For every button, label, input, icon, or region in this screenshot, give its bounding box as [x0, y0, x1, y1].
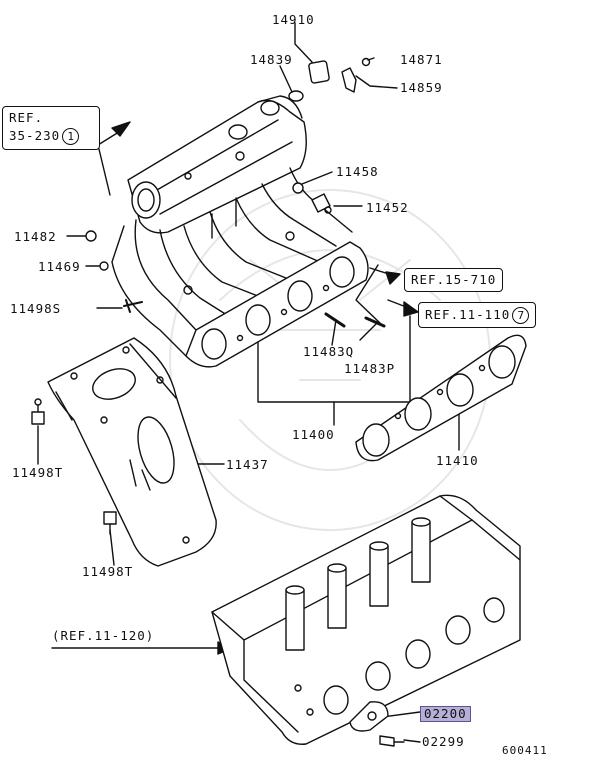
- ref-11-120-label[interactable]: (REF.11-120): [52, 628, 155, 643]
- part-label-14839[interactable]: 14839: [250, 52, 293, 67]
- part-label-11498s[interactable]: 11498S: [10, 301, 62, 316]
- leader-lines: [37, 22, 460, 743]
- gasket-11410: [355, 334, 527, 462]
- part-label-11458[interactable]: 11458: [336, 164, 379, 179]
- sensor-parts-top: [85, 57, 386, 328]
- part-label-11498t-upper[interactable]: 11498T: [12, 465, 64, 480]
- ref-11-110-text: REF.11-110: [425, 307, 511, 322]
- part-label-11469[interactable]: 11469: [38, 259, 81, 274]
- part-label-11482[interactable]: 11482: [14, 229, 57, 244]
- ref-35-230-circle-number: 1: [62, 128, 80, 145]
- part-label-11483q[interactable]: 11483Q: [303, 344, 355, 359]
- diagram-code: 600411: [502, 744, 548, 757]
- ref-11-110-circle-number: 7: [512, 307, 530, 324]
- part-label-14859[interactable]: 14859: [400, 80, 443, 95]
- part-label-14871[interactable]: 14871: [400, 52, 443, 67]
- stay-11437: [47, 337, 217, 567]
- part-label-02299[interactable]: 02299: [422, 734, 465, 749]
- ref-35-230-line1: REF.: [9, 110, 44, 125]
- part-label-11498t-lower[interactable]: 11498T: [82, 564, 134, 579]
- bolts-11498t: [31, 398, 117, 535]
- part-label-11452[interactable]: 11452: [366, 200, 409, 215]
- ref-35-230-number: 35-230: [9, 128, 61, 143]
- cylinder-head: [211, 494, 521, 747]
- intake-manifold: [111, 95, 369, 368]
- ref-15-710-text: REF.15-710: [411, 272, 497, 287]
- part-label-11410[interactable]: 11410: [436, 453, 479, 468]
- part-label-11483p[interactable]: 11483P: [344, 361, 396, 376]
- part-label-11400[interactable]: 11400: [292, 427, 335, 442]
- ref-15-710-box[interactable]: REF.15-710: [404, 268, 504, 292]
- part-label-02200-highlighted[interactable]: 02200: [420, 706, 471, 722]
- part-label-14910[interactable]: 14910: [272, 12, 315, 27]
- part-label-11437[interactable]: 11437: [226, 457, 269, 472]
